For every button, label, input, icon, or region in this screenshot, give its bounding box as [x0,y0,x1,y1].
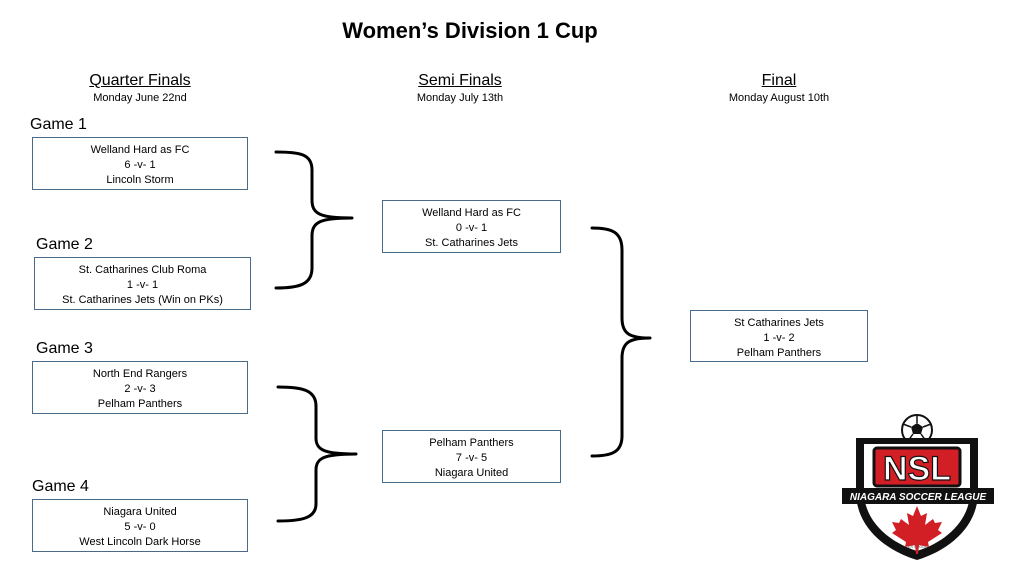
bracket-quarter-top [274,150,354,290]
home-team: North End Rangers [92,368,188,380]
round-name: Quarter Finals [89,72,191,89]
score: 6 -v- 1 [124,159,156,171]
page-title: Women’s Division 1 Cup [342,18,598,43]
round-date: Monday June 22nd [93,92,187,104]
round-name: Final [761,72,797,89]
nsl-shield-icon: NSL NIAGARA SOCCER LEAGUE EST. 2019 [842,414,994,560]
game-1-label: Game 1 [30,116,87,133]
score: 1 -v- 1 [126,279,159,291]
logo-banner: NIAGARA SOCCER LEAGUE [850,492,987,503]
game-2-label: Game 2 [36,236,93,253]
away-team: St. Catharines Jets [425,237,518,249]
bracket-semi [590,226,652,458]
logo-initials: NSL [883,450,951,488]
score: 7 -v- 5 [455,452,488,464]
quarter-final-game-4: Niagara United 5 -v- 0 West Lincoln Dark… [32,499,248,552]
home-team: St. Catharines Club Roma [78,264,207,276]
round-name: Semi Finals [418,72,502,89]
quarter-final-game-3: North End Rangers 2 -v- 3 Pelham Panther… [32,361,248,414]
round-header-quarter-finals: Quarter Finals Monday June 22nd [30,72,250,104]
home-team: Niagara United [103,506,177,518]
away-team: Lincoln Storm [106,174,174,186]
home-team: St Catharines Jets [734,317,824,329]
score: 0 -v- 1 [455,222,488,234]
away-team: Niagara United [434,467,509,479]
home-team: Welland Hard as FC [90,144,190,156]
round-header-final: Final Monday August 10th [669,72,889,104]
final-match: St Catharines Jets 1 -v- 2 Pelham Panthe… [690,310,868,362]
score: 2 -v- 3 [124,383,156,395]
away-team: St. Catharines Jets (Win on PKs) [62,294,223,306]
semi-final-match-1: Welland Hard as FC 0 -v- 1 St. Catharine… [382,200,561,253]
away-team: West Lincoln Dark Horse [79,536,201,548]
round-date: Monday August 10th [728,92,830,104]
round-header-semi-finals: Semi Finals Monday July 13th [350,72,570,104]
home-team: Welland Hard as FC [422,207,521,219]
quarter-final-game-1: Welland Hard as FC 6 -v- 1 Lincoln Storm [32,137,248,190]
home-team: Pelham Panthers [429,437,514,449]
score: 5 -v- 0 [124,521,156,533]
nsl-logo: NSL NIAGARA SOCCER LEAGUE EST. 2019 [838,414,998,569]
away-team: Pelham Panthers [97,398,183,410]
score: 1 -v- 2 [763,332,795,344]
bracket-quarter-bottom [276,385,358,523]
round-date: Monday July 13th [416,92,504,104]
semi-final-match-2: Pelham Panthers 7 -v- 5 Niagara United [382,430,561,483]
away-team: Pelham Panthers [736,347,822,359]
game-3-label: Game 3 [36,340,93,357]
game-4-label: Game 4 [32,478,89,495]
logo-est: EST. 2019 [908,544,927,549]
quarter-final-game-2: St. Catharines Club Roma 1 -v- 1 St. Cat… [34,257,251,310]
